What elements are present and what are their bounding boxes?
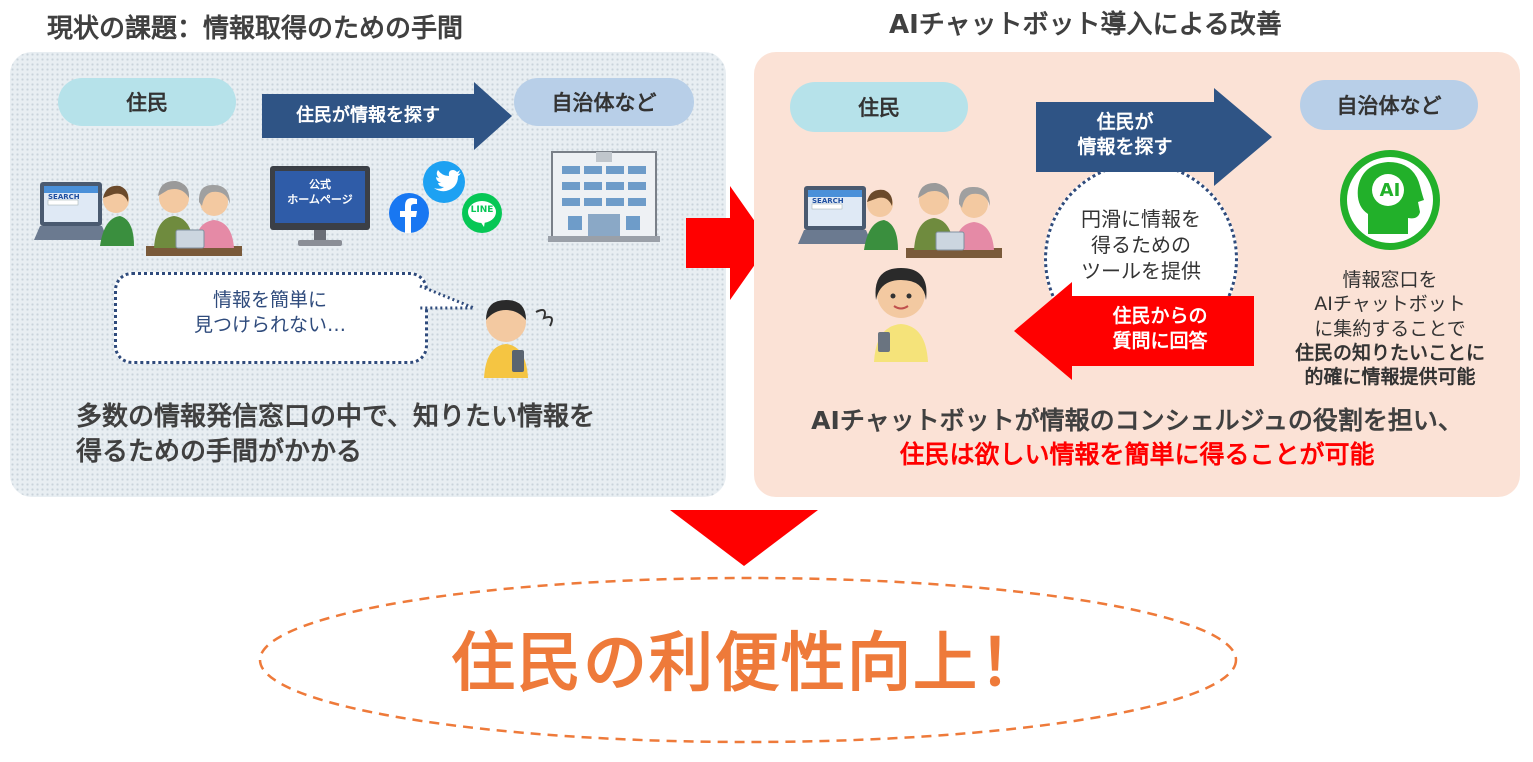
monitor-line-2: ホームページ — [287, 192, 353, 206]
worry-line-1: 情報を簡単に — [212, 289, 327, 311]
ai-note: 情報窓口を AIチャットボット に集約することで 住民の知りたいことに 的確に情… — [1280, 268, 1500, 390]
result-text: 住民の利便性向上！ — [451, 627, 1045, 701]
ai-note-line-3: に集約することで — [1314, 317, 1466, 340]
worry-line-2: 見つけられない… — [193, 313, 346, 336]
left-resident-pill: 住民 — [58, 78, 236, 126]
right-search-screen-text: SEARCH — [812, 197, 844, 205]
happy-person-phone-icon — [874, 268, 928, 362]
result-down-arrow — [670, 510, 818, 566]
answer-arrow — [1014, 282, 1254, 380]
right-search-arrow-label: 住民が 情報を探す — [1036, 104, 1214, 166]
worry-bubble-text: 情報を簡単に 見つけられない… — [114, 288, 426, 337]
answer-arrow-label: 住民からの 質問に回答 — [1072, 298, 1248, 360]
right-conclusion-line-1: AIチャットボットが情報のコンシェルジュの役割を担い、 — [811, 406, 1463, 435]
right-search-arrow — [1036, 88, 1272, 186]
line-icon — [462, 193, 502, 233]
tool-circle-text: 円滑に情報を 得るための ツールを提供 — [1046, 206, 1236, 284]
left-conclusion: 多数の情報発信窓口の中で、知りたい情報を 得るための手間がかかる — [76, 400, 595, 470]
answer-arrow-line-1: 住民からの — [1112, 305, 1208, 328]
right-municipality-pill: 自治体など — [1300, 80, 1478, 130]
elderly-couple-icon — [146, 180, 242, 256]
twitter-icon — [423, 161, 465, 203]
official-homepage-monitor-icon — [270, 166, 370, 246]
right-heading: AIチャットボット導入による改善 — [889, 10, 1282, 40]
left-search-arrow — [262, 82, 512, 150]
bubble-tail — [419, 284, 475, 310]
ai-note-line-1: 情報窓口を — [1342, 269, 1438, 291]
laptop-user-icon — [34, 182, 134, 246]
left-search-screen-text: SEARCH — [48, 193, 80, 201]
left-municipality-pill: 自治体など — [514, 78, 694, 126]
result-ellipse — [258, 576, 1238, 744]
troubled-person-icon — [484, 300, 553, 378]
answer-arrow-line-2: 質問に回答 — [1112, 330, 1208, 352]
right-conclusion-line-2: 住民は欲しい情報を簡単に得ることが可能 — [899, 439, 1375, 469]
tool-circle-line-2: 得るための — [1091, 233, 1191, 257]
ai-note-line-4: 住民の知りたいことに — [1294, 341, 1485, 364]
monitor-line-1: 公式 — [309, 178, 331, 191]
worry-bubble — [114, 272, 428, 364]
right-search-arrow-line-1: 住民が — [1096, 111, 1154, 134]
right-resident-pill: 住民 — [790, 82, 968, 132]
ai-note-line-5: 的確に情報提供可能 — [1304, 366, 1476, 389]
right-conclusion: AIチャットボットが情報のコンシェルジュの役割を担い、 住民は欲しい情報を簡単に… — [754, 404, 1520, 472]
ai-note-line-2: AIチャットボット — [1314, 293, 1466, 316]
right-laptop-user-icon — [798, 186, 898, 250]
transition-arrow-right — [686, 186, 770, 300]
left-heading: 現状の課題：情報取得のための手間 — [47, 14, 464, 44]
monitor-text: 公式 ホームページ — [275, 178, 365, 208]
left-conclusion-line-1: 多数の情報発信窓口の中で、知りたい情報を — [76, 402, 595, 432]
municipal-building-icon — [548, 151, 660, 242]
left-conclusion-line-2: 得るための手間がかかる — [76, 437, 363, 468]
ai-icon-text: AI — [1379, 180, 1401, 201]
tool-circle-line-1: 円滑に情報を — [1081, 207, 1201, 231]
right-search-arrow-line-2: 情報を探す — [1077, 136, 1173, 158]
ai-head-icon — [1340, 150, 1440, 250]
right-elderly-couple-icon — [906, 182, 1002, 258]
line-icon-text: LINE — [470, 205, 494, 215]
left-search-arrow-label: 住民が情報を探す — [296, 105, 440, 127]
facebook-icon — [389, 193, 429, 233]
tool-circle-line-3: ツールを提供 — [1081, 259, 1201, 283]
